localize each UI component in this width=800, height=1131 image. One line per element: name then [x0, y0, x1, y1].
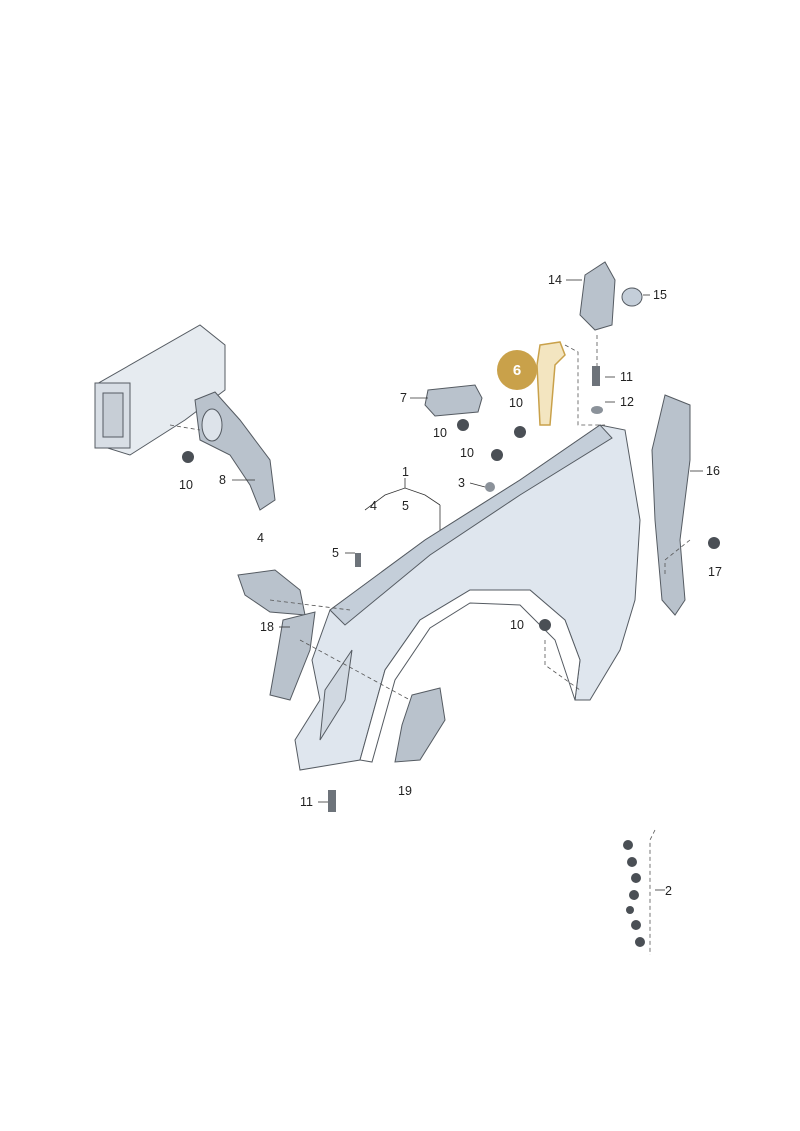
- part-16-liner: [651, 394, 691, 616]
- part-6-bracket-highlighted: [536, 341, 566, 426]
- callout-11b: 11: [300, 795, 313, 809]
- callout-7: 7: [400, 391, 407, 405]
- part-18-duct: [269, 611, 316, 701]
- callout-14: 14: [548, 273, 562, 287]
- highlight-badge-label: 6: [513, 362, 521, 379]
- callout-1: 1: [402, 465, 409, 479]
- highlight-badge-circle: [497, 350, 537, 390]
- callout-10d: 10: [460, 446, 474, 460]
- callout-4b: 4: [257, 531, 264, 545]
- callout-15: 15: [653, 288, 667, 302]
- part-14-mount: [579, 261, 616, 331]
- fender-panel: [294, 424, 641, 771]
- part-7-bracket: [424, 384, 483, 417]
- callout-2: 2: [665, 884, 672, 898]
- callout-17: 17: [708, 565, 722, 579]
- highlight-badge: 6: [497, 350, 537, 390]
- callout-labels: 1 2 3 4 4 5 5 7 8 10 10 10 10 10 11 11 1…: [179, 273, 722, 898]
- callout-11a: 11: [620, 370, 633, 384]
- callout-5a: 5: [402, 499, 409, 513]
- callout-10c: 10: [509, 396, 523, 410]
- bolt-icons: [182, 366, 720, 812]
- callout-16: 16: [706, 464, 720, 478]
- callout-18: 18: [260, 620, 274, 634]
- callout-10a: 10: [179, 478, 193, 492]
- callout-12: 12: [620, 395, 634, 409]
- part-15-cap-nut: [621, 287, 643, 307]
- callout-10b: 10: [433, 426, 447, 440]
- alignment-lines: [169, 335, 691, 955]
- part-4-plate: [237, 569, 306, 616]
- part-8-bracket: [194, 391, 276, 511]
- leader-lines: [232, 279, 703, 891]
- callout-19: 19: [398, 784, 412, 798]
- callout-5b: 5: [332, 546, 339, 560]
- callout-8: 8: [219, 473, 226, 487]
- fastener-set: [623, 840, 645, 947]
- callout-4a: 4: [370, 499, 377, 513]
- body-rail: [94, 324, 226, 456]
- part-19-duct: [394, 687, 446, 763]
- callout-3: 3: [458, 476, 465, 490]
- callout-10e: 10: [510, 618, 524, 632]
